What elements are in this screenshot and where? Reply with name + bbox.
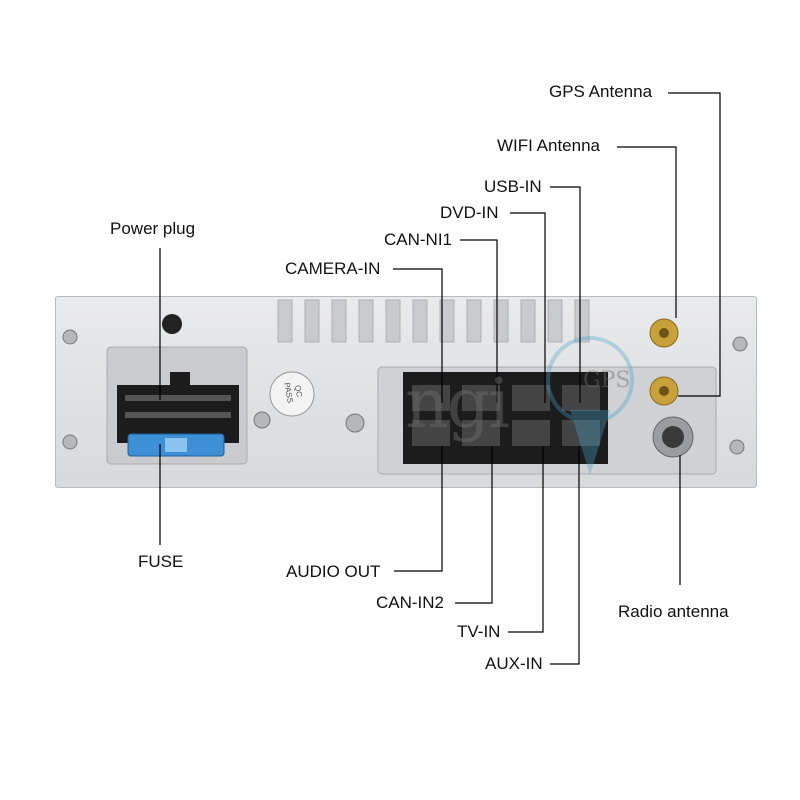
label-power-plug: Power plug [110,219,196,238]
radio-antenna-jack-icon [652,416,694,458]
label-tv-in: TV-IN [457,622,501,641]
qc-pass-sticker [269,371,315,417]
watermark-sub: GPS [583,368,631,393]
label-radio-antenna: Radio antenna [618,602,729,621]
label-usb-in: USB-IN [484,177,542,196]
fuse-element [165,438,187,452]
label-can-ni1: CAN-NI1 [384,230,453,249]
label-fuse: FUSE [138,552,184,571]
leader-lines [159,92,721,665]
gps-sma-jack-icon [649,376,679,406]
label-wifi-antenna: WIFI Antenna [497,136,600,155]
watermark-text: ngi [405,365,510,444]
connector-ports [412,385,600,446]
label-can-in2: CAN-IN2 [376,593,445,612]
label-dvd-in: DVD-IN [440,203,499,222]
label-camera-in: CAMERA-IN [285,259,381,278]
label-aux-in: AUX-IN [485,654,543,673]
power-plug-latch [170,372,190,388]
wifi-sma-jack-icon [649,318,679,348]
label-audio-out: AUDIO OUT [286,562,381,581]
power-plug-pins [125,395,231,418]
knob-icon [162,314,182,334]
watermark-logo [546,336,634,475]
label-gps-antenna: GPS Antenna [549,82,653,101]
heatsink-fins [277,299,590,343]
